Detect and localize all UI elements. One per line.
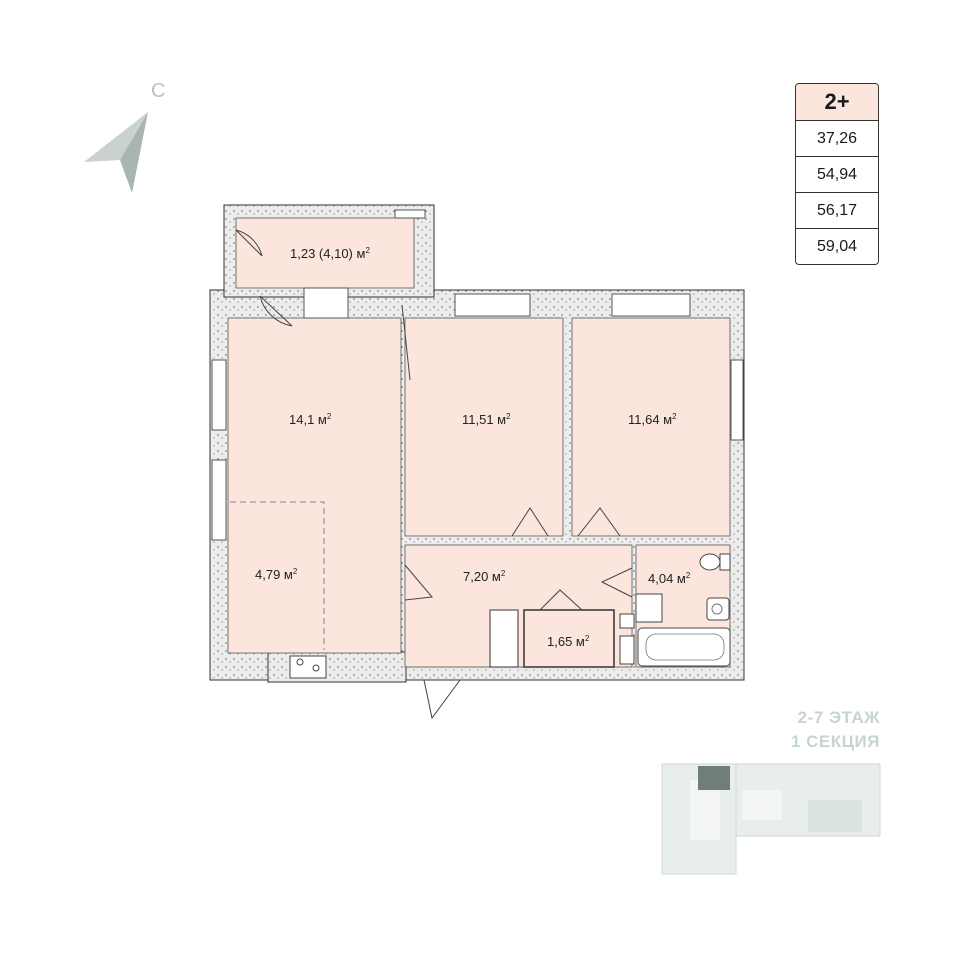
boiler-icon <box>619 613 635 665</box>
current-apartment-marker <box>698 766 730 790</box>
north-arrow-icon <box>84 112 148 193</box>
doors <box>235 229 633 720</box>
hall-area-label: 7,20 м2 <box>463 569 506 584</box>
storage-area-label: 1,65 м2 <box>547 634 590 649</box>
room-living <box>227 317 402 654</box>
compass-north-letter: С <box>151 80 166 102</box>
room-bedroom-1 <box>404 317 564 537</box>
floor-range: 2-7 ЭТАЖ <box>797 708 880 727</box>
washing-machine-icon <box>635 593 663 623</box>
stove-icon <box>289 655 327 679</box>
bedroom-1-area-label: 11,51 м2 <box>462 412 511 427</box>
kitchen-zone-border <box>230 501 325 650</box>
section-number: 1 СЕКЦИЯ <box>790 732 880 751</box>
balcony-area-label: 1,23 (4,10) м2 <box>290 246 370 261</box>
living-area-label: 14,1 м2 <box>289 412 332 427</box>
kitchen-zone-area-label: 4,79 м2 <box>255 567 298 582</box>
sink-icon <box>706 597 730 621</box>
room-bedroom-2 <box>571 317 731 537</box>
windows <box>211 209 744 541</box>
bedroom-2-area-label: 11,64 м2 <box>628 412 677 427</box>
area-value-3: 56,17 <box>796 193 878 229</box>
area-value-4: 59,04 <box>816 238 858 255</box>
wardrobe <box>489 609 519 668</box>
toilet-icon <box>699 553 731 571</box>
area-value-1: 37,26 <box>796 121 878 157</box>
room-balcony <box>235 217 415 289</box>
floor-section-label: 2-7 ЭТАЖ 1 СЕКЦИЯ <box>700 706 880 754</box>
apartment-type: 2+ <box>796 84 878 121</box>
area-value-2: 54,94 <box>796 157 878 193</box>
bathroom-area-label: 4,04 м2 <box>648 571 691 586</box>
apartment-info-box: 2+ 37,26 54,94 56,17 59,04 <box>795 83 879 265</box>
room-storage <box>523 609 615 668</box>
section-minimap <box>661 763 881 875</box>
bathtub-icon <box>637 627 731 667</box>
